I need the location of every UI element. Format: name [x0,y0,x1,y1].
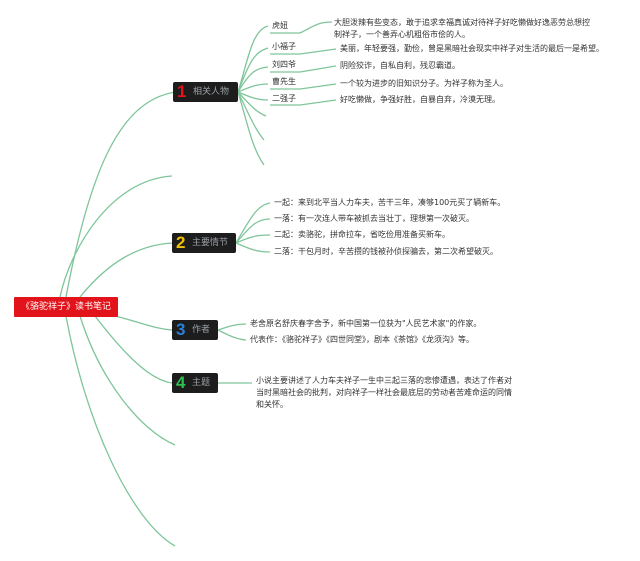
plot-item: 二起：卖骆驼，拼命拉车，省吃俭用准备买新车。 [274,230,450,239]
link-b1-2 [237,47,269,93]
link-char-desc-4 [299,83,337,90]
character-name: 刘四爷 [272,60,296,69]
link-root-branch3 [114,315,173,331]
link-b2-4 [235,242,271,253]
plot-item: 一起：来到北平当人力车夫，苦干三年，凑够100元买了辆新车。 [274,198,506,207]
branch-label: 主题 [192,378,211,388]
link-b3-2 [217,329,247,341]
branch-node-characters[interactable]: 1 相关人物 [173,82,238,102]
link-b1-6 [237,91,267,117]
link-b1-8 [237,91,265,166]
character-name: 小福子 [272,42,296,51]
link-char-desc-2 [299,48,337,55]
character-desc: 大胆泼辣有些变态，敢于追求幸福真诚对待祥子好吃懒做好逸恶劳总想控制祥子，一个善弄… [334,18,590,39]
branch-number: 1 [177,82,187,101]
link-b1-3 [237,66,269,93]
link-root-empty3 [59,175,173,298]
link-root-empty1 [79,315,176,446]
link-root-empty2 [65,315,176,547]
branch-label: 相关人物 [193,87,230,97]
author-item: 代表作：《骆驼祥子》《四世同堂》，剧本《茶馆》《龙须沟》等。 [250,335,474,344]
character-desc: 美丽，年轻要强，勤俭，曾是黑暗社会现实中祥子对生活的最后一是希望。 [340,44,604,53]
character-name: 二强子 [272,94,296,103]
link-root-branch2 [79,242,173,298]
character-desc: 阴险狡诈，自私自利，残忍霸道。 [340,61,460,70]
link-b1-4 [237,83,269,93]
branch-number: 2 [176,233,186,252]
branch-node-theme[interactable]: 4 主题 [172,373,218,393]
character-name: 虎妞 [272,21,288,30]
branch-node-author[interactable]: 3 作者 [172,320,218,340]
link-root-branch4 [94,315,173,384]
plot-item: 二落：干包月时，辛苦攒的钱被孙侦探骗去，第二次希望破灭。 [274,247,498,256]
author-item: 老舍原名舒庆春字舍予，新中国第一位获为"人民艺术家"的作家。 [250,319,482,328]
link-char-desc-1 [299,21,333,34]
root-node[interactable]: 《骆驼祥子》读书笔记 [14,297,118,317]
link-root-branch1 [65,91,177,298]
link-b2-2 [235,218,271,244]
link-b2-3 [235,234,271,244]
link-char-desc-3 [299,65,337,73]
plot-item: 一落：有一次连人带车被抓去当壮丁，理想第一次破灭。 [274,214,474,223]
branch-node-plot[interactable]: 2 主要情节 [172,233,236,253]
link-b1-5 [237,91,269,101]
link-b2-1 [235,202,271,244]
branch-number: 4 [176,373,186,392]
branch-number: 3 [176,320,186,339]
theme-text: 小说主要讲述了人力车夫祥子一生中三起三落的悲惨遭遇，表达了作者对当时黑暗社会的批… [256,376,512,409]
link-b3-1 [217,323,247,331]
character-desc: 好吃懒做，争强好胜，自暴自弃，冷漠无理。 [340,95,500,104]
branch-label: 作者 [192,325,211,335]
link-b1-7 [237,91,265,141]
link-char-desc-5 [299,99,337,106]
character-desc: 一个较为进步的旧知识分子。为祥子称为圣人。 [340,79,508,88]
link-b1-1 [237,25,269,93]
character-name: 曹先生 [272,77,296,86]
branch-label: 主要情节 [192,238,229,248]
